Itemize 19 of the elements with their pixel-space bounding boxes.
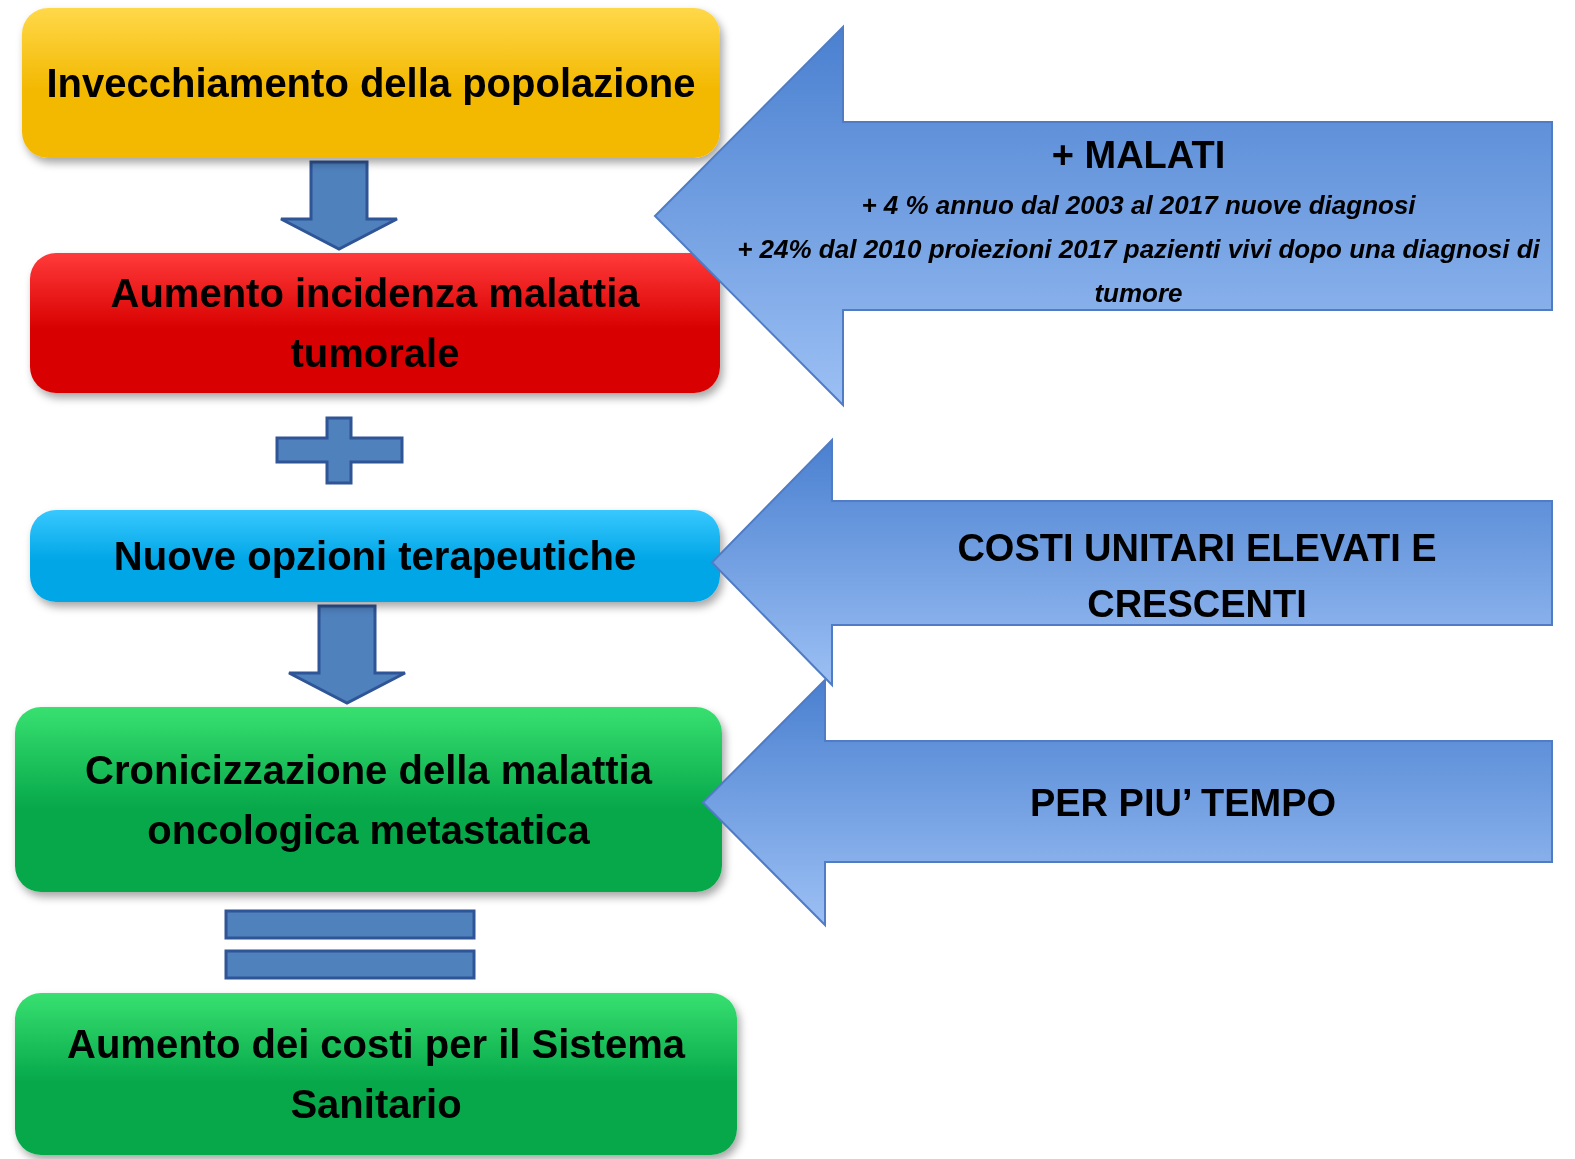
process-box <box>15 707 722 892</box>
box-label: Aumento dei costi per il Sistema Sanitario <box>66 1021 687 1128</box>
statistic-note: + 4 % annuo dal 2003 al 2017 nuove diagnosi <box>860 189 1417 222</box>
statistic-note: + 24% dal 2010 proiezioni 2017 pazienti vivi dopo una diagnosi di tumore <box>736 233 1541 310</box>
block-arrow-callout <box>703 680 1552 925</box>
process-box <box>15 993 737 1155</box>
callout-heading: COSTI UNITARI ELEVATI E CRESCENTI <box>956 526 1438 627</box>
process-box <box>22 8 720 158</box>
process-box <box>30 510 720 602</box>
down-arrow <box>279 160 399 251</box>
box-label: Nuove opzioni terapeutiche <box>113 533 637 580</box>
callout-heading: + MALATI <box>1050 133 1227 178</box>
box-label: Invecchiamento della popolazione <box>46 60 696 107</box>
down-arrow <box>287 604 407 705</box>
callout-heading: PER PIU’ TEMPO <box>1028 781 1338 826</box>
box-label: Cronicizzazione della malattia oncologica metastatica <box>84 746 654 854</box>
box-label: Aumento incidenza malattia tumorale <box>109 270 641 377</box>
block-arrow-callout <box>712 440 1552 685</box>
process-box <box>30 253 720 393</box>
